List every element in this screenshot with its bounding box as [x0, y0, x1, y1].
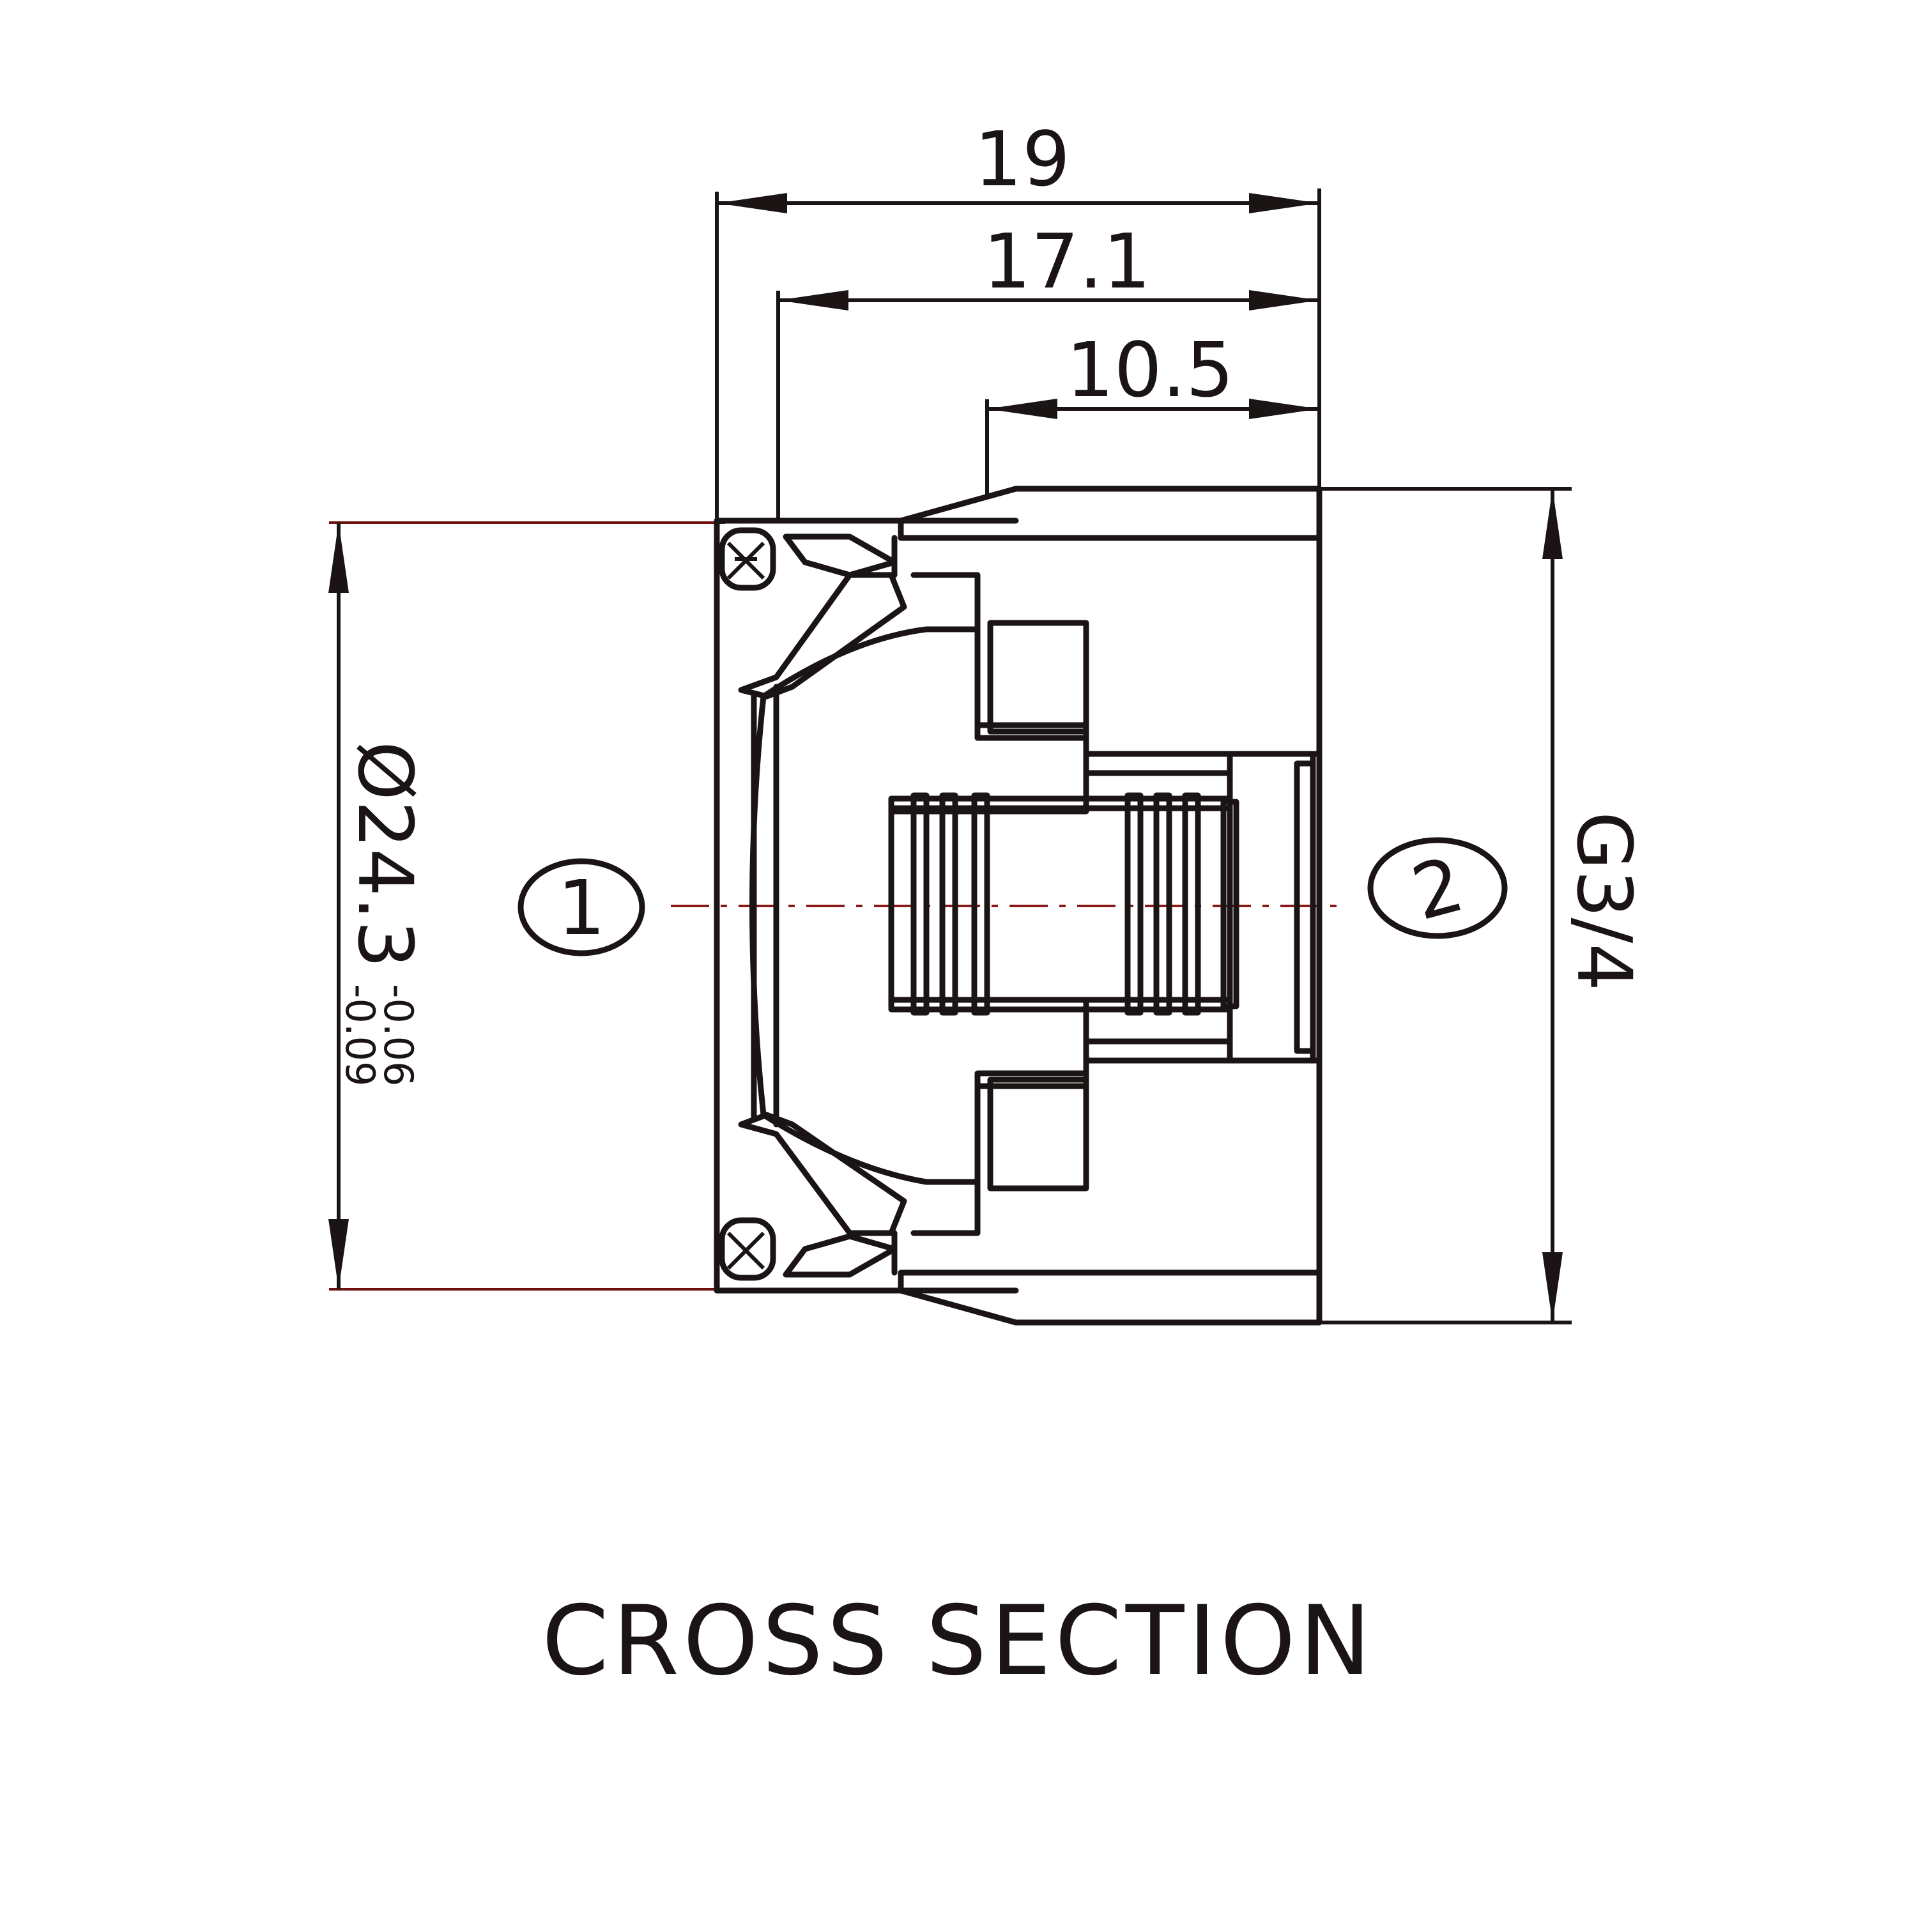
dim-thread-size: G3/4	[1560, 811, 1648, 991]
dimension-lines-top	[715, 188, 1321, 521]
dimension-seal-diameter	[328, 521, 725, 1291]
dim-body-length: 17.1	[983, 217, 1151, 305]
dim-overall-length: 19	[974, 115, 1070, 203]
svg-text:2: 2	[1403, 840, 1472, 938]
valve-body	[714, 486, 1322, 1326]
dim-thread-length: 10.5	[1066, 326, 1234, 414]
o-ring-top	[719, 527, 776, 591]
dim-seal-tolerance-lower: -0.09	[337, 984, 383, 1086]
o-ring-bottom	[719, 1217, 776, 1281]
spring	[888, 792, 1239, 1016]
caption: CROSS SECTION	[542, 1586, 1375, 1697]
port-label-inlet: 1	[518, 858, 645, 956]
dim-seal-tolerance-upper: -0.06	[375, 984, 422, 1086]
svg-text:1: 1	[557, 864, 605, 952]
port-label-outlet: 2	[1367, 837, 1508, 939]
dimension-thread-size	[1319, 487, 1572, 1324]
dim-seal-diameter: Ø24.3	[341, 741, 429, 969]
